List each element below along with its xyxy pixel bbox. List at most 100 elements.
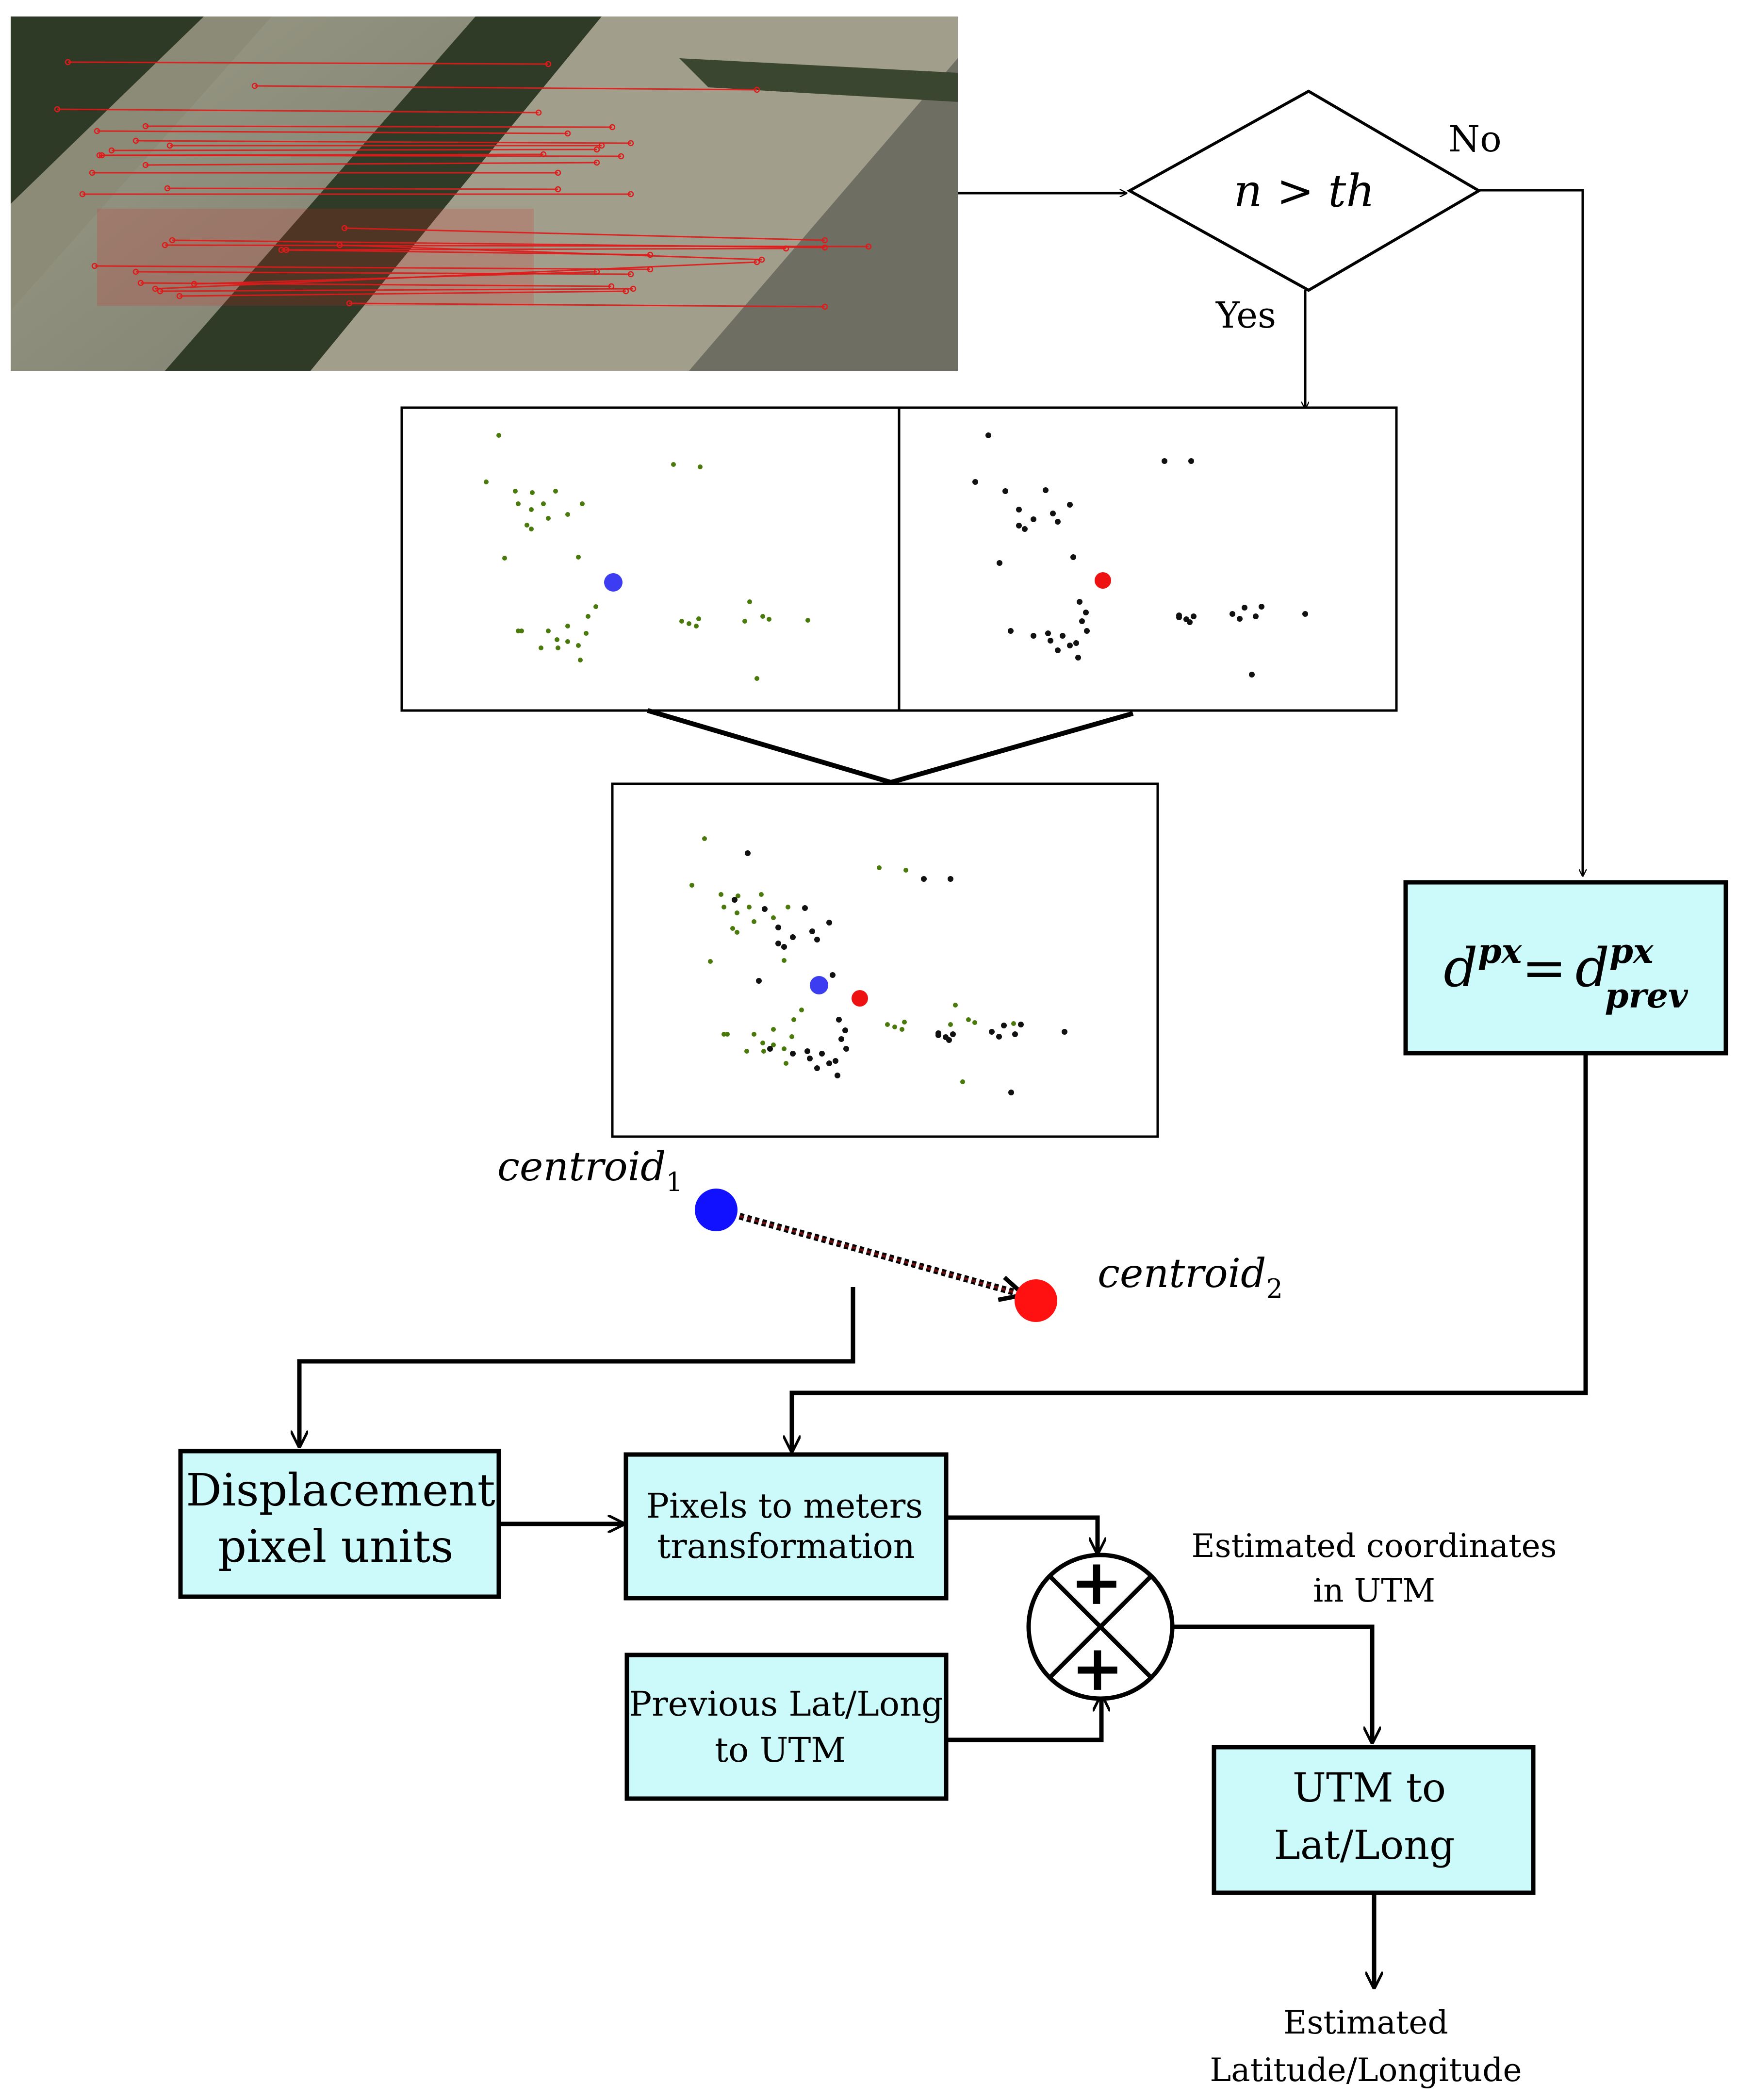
keypoint-green xyxy=(586,614,590,619)
keypoint-black xyxy=(790,1051,796,1057)
keypoint-green xyxy=(694,624,699,628)
keypoint-black xyxy=(946,1037,952,1043)
keypoint-green xyxy=(786,905,790,909)
match-point xyxy=(540,151,547,158)
keypoint-black xyxy=(814,937,820,943)
keypoint-black xyxy=(1055,519,1061,525)
match-point xyxy=(535,109,542,116)
match-line xyxy=(94,265,651,270)
keypoint-black xyxy=(989,1029,995,1035)
arrow-previous-to-junction xyxy=(946,1696,1101,1742)
keypoint-black xyxy=(1176,612,1182,618)
match-point xyxy=(627,271,634,278)
centroid-label-2: centroid2 xyxy=(1098,1251,1283,1304)
match-point xyxy=(593,146,600,153)
keypoint-black xyxy=(1016,523,1022,529)
match-point xyxy=(783,245,789,252)
keypoint-black xyxy=(842,1027,848,1033)
match-point xyxy=(623,288,629,295)
keypoint-black xyxy=(802,905,808,911)
match-line xyxy=(286,248,787,251)
keypoint-black xyxy=(1050,511,1056,516)
keypoint-black xyxy=(1253,613,1259,619)
keypoint-black xyxy=(775,941,781,946)
match-point xyxy=(96,152,103,159)
keypoint-black xyxy=(972,479,978,485)
keypoint-green xyxy=(555,637,559,642)
match-line xyxy=(344,227,825,241)
equals-sign: = xyxy=(1522,937,1566,999)
keypoint-green xyxy=(771,1042,776,1047)
keypoint-green xyxy=(747,599,752,604)
keypoint-green xyxy=(789,1034,794,1039)
keypoint-black xyxy=(835,1073,840,1078)
previous-latlong-line2: to UTM xyxy=(715,1730,846,1770)
match-point xyxy=(545,61,552,67)
keypoint-green xyxy=(565,624,570,628)
displacement-vector xyxy=(717,1208,1024,1295)
match-point xyxy=(142,162,149,168)
match-point xyxy=(754,86,760,93)
keypoint-green xyxy=(556,645,560,650)
arrow-no xyxy=(1479,189,1583,876)
keypoint-black xyxy=(935,1030,941,1036)
match-line xyxy=(111,149,597,151)
keypoint-black xyxy=(948,876,953,882)
keypoint-green xyxy=(576,643,581,648)
combined-centroid-1 xyxy=(810,976,828,994)
merge-line-left xyxy=(647,708,892,785)
keypoint-green xyxy=(948,1022,953,1027)
match-point xyxy=(346,300,353,307)
keypoint-black xyxy=(1079,618,1085,624)
match-point xyxy=(341,225,348,231)
keypoint-green xyxy=(966,1017,971,1022)
match-point xyxy=(152,285,159,292)
keypoint-black xyxy=(996,1034,1002,1040)
keypoint-green xyxy=(903,868,908,873)
match-point xyxy=(627,191,634,198)
keypoint-green xyxy=(782,958,787,963)
match-line xyxy=(99,153,544,156)
keypoints-panel-2 xyxy=(898,406,1398,712)
match-line xyxy=(349,302,825,308)
keypoint-black xyxy=(1162,458,1167,464)
decision-condition: n > th xyxy=(1233,165,1375,217)
keypoint-green xyxy=(593,604,598,609)
keypoint-green xyxy=(953,1003,958,1008)
keypoint-black xyxy=(1062,1029,1067,1035)
match-point xyxy=(555,186,561,193)
match-point xyxy=(821,244,828,251)
keypoint-green xyxy=(771,1027,776,1032)
match-line xyxy=(164,244,869,248)
keypoint-black xyxy=(1067,502,1073,508)
keypoint-green xyxy=(736,893,740,898)
keypoint-black xyxy=(830,972,836,978)
keypoint-black xyxy=(762,906,768,912)
d-lhs-superscript: px xyxy=(1478,931,1523,971)
pixels-to-meters-line1: Pixels to meters xyxy=(646,1486,923,1526)
keypoint-green xyxy=(877,865,882,870)
match-point xyxy=(609,124,616,131)
keypoint-black xyxy=(1242,605,1247,611)
previous-latlong-line1: Previous Lat/Long xyxy=(629,1684,943,1724)
keypoint-black xyxy=(1075,655,1081,661)
keypoint-green xyxy=(799,1008,804,1012)
keypoint-green xyxy=(580,501,585,506)
junction-top-sign: + xyxy=(1070,1545,1123,1619)
keypoint-green xyxy=(752,919,756,924)
d-rhs-subscript: prev xyxy=(1605,976,1689,1016)
match-point xyxy=(758,256,765,263)
keypoint-black xyxy=(1043,487,1049,493)
keypoint-black xyxy=(1055,647,1061,653)
keypoint-black xyxy=(1008,1090,1014,1095)
utm-to-latlong-box: UTM to Lat/Long xyxy=(1212,1745,1536,1895)
keypoint-green xyxy=(760,1041,765,1045)
keypoint-green xyxy=(496,433,501,438)
keypoint-black xyxy=(756,978,762,984)
keypoint-green xyxy=(719,892,723,897)
centroid-label-1: centroid1 xyxy=(497,1144,683,1197)
keypoint-green xyxy=(761,1049,766,1054)
keypoint-match-lines xyxy=(54,59,872,310)
